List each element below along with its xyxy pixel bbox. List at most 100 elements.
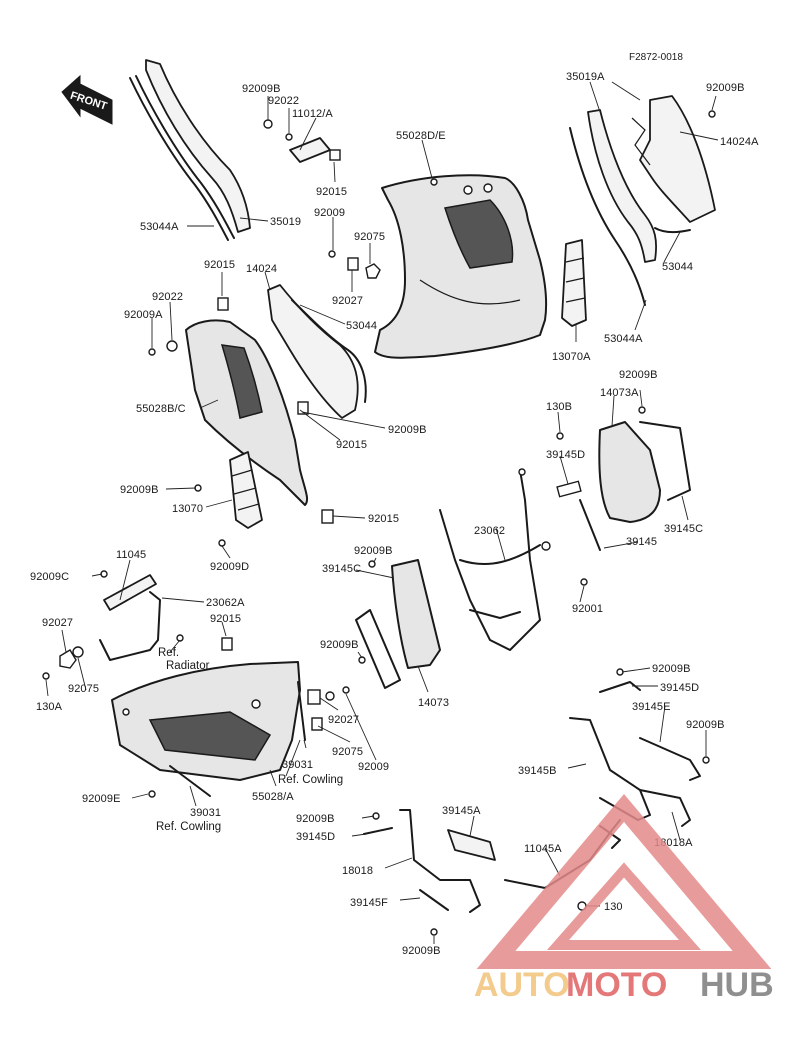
- callout-39145a: 39145A: [442, 805, 481, 817]
- callout-92015-tl: 92015: [316, 186, 347, 198]
- callout-92027-l: 92027: [42, 617, 73, 629]
- trim-strip-53044-right: [654, 227, 691, 234]
- frame-23062: [439, 468, 588, 651]
- callout-92015-m: 92015: [336, 439, 367, 451]
- callout-39145c: 39145C: [664, 523, 703, 535]
- duct-13070: [194, 451, 263, 529]
- callout-92009-m: 92009: [358, 761, 389, 773]
- trim-strip-53044a-right: [569, 127, 646, 306]
- callout-35019a: 35019A: [566, 71, 605, 83]
- callout-13070a: 13070A: [552, 351, 591, 363]
- callout-92009b-m3: 92009B: [320, 639, 359, 651]
- callout-39145d-r: 39145D: [660, 682, 699, 694]
- callout-92009b-r4: 92009B: [686, 719, 725, 731]
- callout-39145d-b: 39145D: [296, 831, 335, 843]
- callout-92009b-r3: 92009B: [652, 663, 691, 675]
- bracket-39145e: [639, 737, 701, 781]
- callout-92027-m: 92027: [328, 714, 359, 726]
- callout-labels: 92009B 92022 11012/A 92015 92009 53044A …: [30, 71, 759, 957]
- callout-39145-m: 39145: [626, 536, 657, 548]
- callout-14073: 14073: [418, 697, 449, 709]
- callout-39145b: 39145B: [518, 765, 557, 777]
- bracket-11045: [100, 570, 157, 611]
- callout-92009b-l: 92009B: [120, 484, 159, 496]
- callout-92009b-tr: 92009B: [706, 82, 745, 94]
- cover-14024a: [631, 95, 716, 223]
- fastener-group-middle: [307, 686, 350, 731]
- callout-23062a: 23062A: [206, 597, 245, 609]
- callout-92009b-b: 92009B: [296, 813, 335, 825]
- callout-39031-m: 39031: [282, 759, 313, 771]
- callout-11045: 11045: [116, 549, 146, 561]
- callout-39145e: 39145E: [632, 701, 671, 713]
- callout-92009c: 92009C: [30, 571, 69, 583]
- callout-92009b-r2: 92009B: [619, 369, 658, 381]
- callout-53044-r: 53044: [662, 261, 693, 273]
- bracket-35019: [145, 59, 251, 233]
- watermark-moto: MOTO: [566, 966, 667, 1004]
- watermark-auto: AUTO: [474, 966, 570, 1004]
- bracket-23062a: [99, 591, 184, 661]
- callout-92009a: 92009A: [124, 309, 163, 321]
- callout-53044a-tl: 53044A: [140, 221, 179, 233]
- rod-39031-middle: [297, 681, 306, 741]
- callout-39145d-m: 39145D: [546, 449, 585, 461]
- bolt-92009b-bottom: [430, 928, 438, 936]
- bolt-92009d: [218, 539, 226, 547]
- callout-92075-l: 92075: [68, 683, 99, 695]
- grommet-39145d: [556, 480, 582, 498]
- callout-ref-cowling-m: Ref. Cowling: [278, 774, 343, 786]
- rod-39145: [579, 499, 601, 551]
- lower-cover-55028a: [111, 661, 301, 798]
- callout-55028de: 55028D/E: [396, 130, 446, 142]
- bolt-130b: [556, 432, 564, 440]
- callout-92015-l: 92015: [210, 613, 241, 625]
- callout-18018: 18018: [342, 865, 373, 877]
- callout-130-b: 130: [604, 901, 623, 913]
- inner-cover-55028bc: [148, 297, 309, 506]
- callout-92009b-m: 92009B: [388, 424, 427, 436]
- callout-ref-radiator-2: Radiator: [166, 660, 210, 672]
- callout-11012a: 11012/A: [292, 108, 333, 120]
- callout-55028bc: 55028B/C: [136, 403, 186, 415]
- callout-92022-tl: 92022: [268, 95, 299, 107]
- bracket-18018: [363, 809, 496, 913]
- bracket-35019a: [587, 109, 658, 263]
- callout-53044-m: 53044: [346, 320, 377, 332]
- nut-92015-m2: [321, 509, 334, 524]
- rod-39145f: [419, 889, 449, 911]
- callout-53044a-r: 53044A: [604, 333, 643, 345]
- callout-ref-radiator-1: Ref.: [158, 647, 179, 659]
- bracket-39145d-right: [599, 668, 641, 693]
- front-arrow-icon: FRONT: [61, 74, 113, 125]
- fastener-group-left: [42, 637, 233, 680]
- callout-ref-cowling-b: Ref. Cowling: [156, 821, 221, 833]
- callout-23062: 23062: [474, 525, 505, 537]
- callout-39031-b: 39031: [190, 807, 221, 819]
- trim-strip-53044a-left: [129, 75, 235, 241]
- callout-92009d: 92009D: [210, 561, 249, 573]
- callout-35019: 35019: [270, 216, 301, 228]
- callout-14024a: 14024A: [720, 136, 759, 148]
- rod-39031-bottom: [169, 765, 211, 797]
- bolt-group-92027: [328, 250, 381, 279]
- callout-14073a: 14073A: [600, 387, 639, 399]
- figure-id: F2872-0018: [629, 52, 683, 63]
- bracket-11012a: [263, 119, 341, 163]
- inner-cover-55028de: [374, 174, 548, 359]
- callout-92009b-bb: 92009B: [402, 945, 441, 957]
- callout-92015-m2: 92015: [368, 513, 399, 525]
- duct-13070a: [561, 239, 587, 327]
- callout-13070: 13070: [172, 503, 203, 515]
- callout-92015-ml: 92015: [204, 259, 235, 271]
- callout-92075-m: 92075: [332, 746, 363, 758]
- callout-14024: 14024: [246, 263, 277, 275]
- bracket-39145b: [569, 717, 651, 821]
- watermark-logo: AUTO MOTO HUB: [474, 794, 774, 1004]
- callout-92009e: 92009E: [82, 793, 121, 805]
- callout-92009b-tl: 92009B: [242, 83, 281, 95]
- callout-92075-t: 92075: [354, 231, 385, 243]
- callout-92009-tl: 92009: [314, 207, 345, 219]
